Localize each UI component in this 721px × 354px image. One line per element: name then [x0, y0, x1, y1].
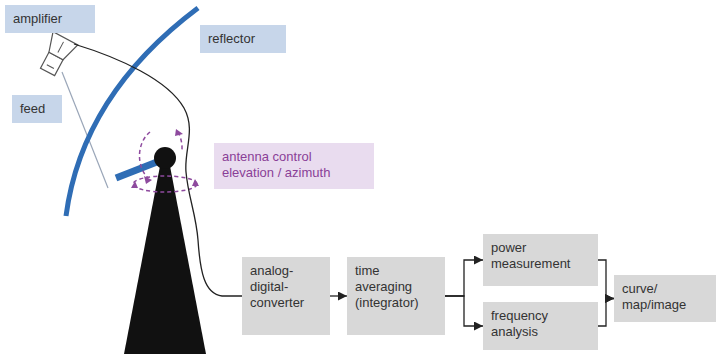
process-box: time averaging (integrator)	[347, 257, 445, 335]
label-text: amplifier	[13, 11, 87, 27]
feed-strut	[62, 72, 108, 188]
flow-arrow	[598, 260, 614, 299]
flow-arrow	[445, 260, 483, 296]
label-text: feed	[20, 101, 54, 117]
label-text: antenna control elevation / azimuth	[222, 149, 366, 181]
reflector-dish	[66, 8, 198, 216]
label-text: reflector	[208, 31, 278, 47]
label-text: power measurement	[491, 240, 590, 272]
process-box: curve/ map/image	[614, 275, 716, 322]
process-box: analog- digital- converter	[242, 257, 330, 335]
process-box: power measurement	[483, 234, 598, 286]
control-label: antenna control elevation / azimuth	[214, 143, 374, 189]
label-text: curve/ map/image	[622, 281, 708, 313]
part-label: reflector	[200, 25, 286, 53]
pedestal	[124, 166, 206, 354]
feed-horn	[35, 32, 78, 79]
label-text: analog- digital- converter	[250, 263, 322, 311]
label-text: frequency analysis	[491, 308, 590, 340]
process-box: frequency analysis	[483, 302, 598, 350]
elevation-axis	[154, 147, 176, 169]
flow-arrow	[445, 296, 483, 326]
part-label: feed	[12, 95, 62, 123]
flow-arrow	[598, 299, 614, 327]
flow-arrow	[330, 295, 347, 296]
part-label: amplifier	[5, 5, 95, 33]
label-text: time averaging (integrator)	[355, 263, 437, 311]
